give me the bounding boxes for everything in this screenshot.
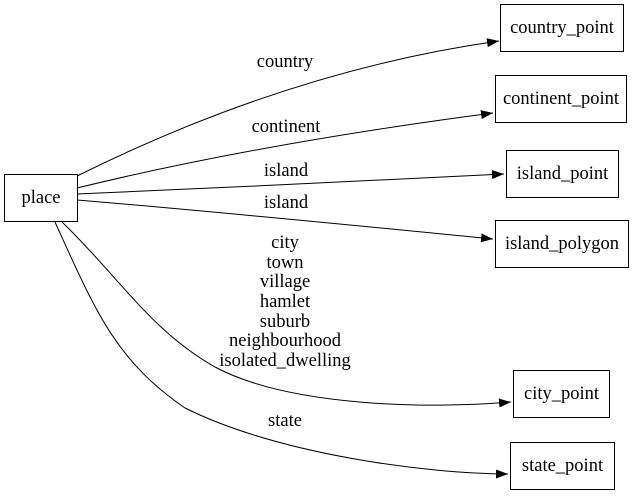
edge-place-island_polygon	[76, 199, 494, 243]
edge-place-state_point	[54, 221, 509, 479]
node-place: place	[4, 174, 78, 222]
edge-label-line: suburb	[259, 311, 311, 332]
edge-label-line: village	[259, 272, 311, 293]
node-continent_point: continent_point	[495, 75, 627, 123]
node-label: island_polygon	[504, 233, 620, 254]
node-label: island_point	[516, 163, 609, 184]
edge-label-line: island	[263, 161, 309, 182]
edge-place-continent_point	[76, 110, 494, 189]
edge-label-line: continent	[251, 117, 321, 138]
node-label: city_point	[523, 383, 600, 404]
edge-place-country_point	[76, 38, 500, 177]
edge-label-line: state	[268, 411, 302, 432]
edge-label-place-island_polygon: island	[264, 194, 308, 214]
node-state_point: state_point	[510, 442, 615, 490]
edge-label-line: neighbourhood	[228, 331, 342, 352]
node-country_point: country_point	[500, 4, 624, 52]
node-label: country_point	[510, 17, 614, 38]
edge-label-place-country_point: country	[257, 53, 314, 73]
node-island_point: island_point	[506, 150, 619, 198]
node-label: state_point	[521, 455, 604, 476]
edges-group	[54, 38, 512, 479]
edge-label-place-state_point: state	[268, 412, 302, 432]
edge-label-place-island_point: island	[264, 162, 308, 182]
edge-label-line: hamlet	[259, 291, 311, 312]
edge-label-line: city	[271, 233, 299, 254]
node-label: place	[21, 187, 61, 208]
node-label: continent_point	[502, 88, 620, 109]
edge-label-place-continent_point: continent	[252, 118, 321, 138]
node-city_point: city_point	[513, 370, 610, 418]
edge-label-line: island	[263, 193, 309, 214]
node-island_polygon: island_polygon	[495, 220, 629, 268]
edge-label-line: town	[266, 252, 304, 273]
edge-place-island_point	[76, 170, 505, 195]
edge-label-line: country	[256, 52, 314, 73]
edge-label-line: isolated_dwelling	[219, 350, 351, 371]
edge-place-city_point	[61, 221, 512, 408]
